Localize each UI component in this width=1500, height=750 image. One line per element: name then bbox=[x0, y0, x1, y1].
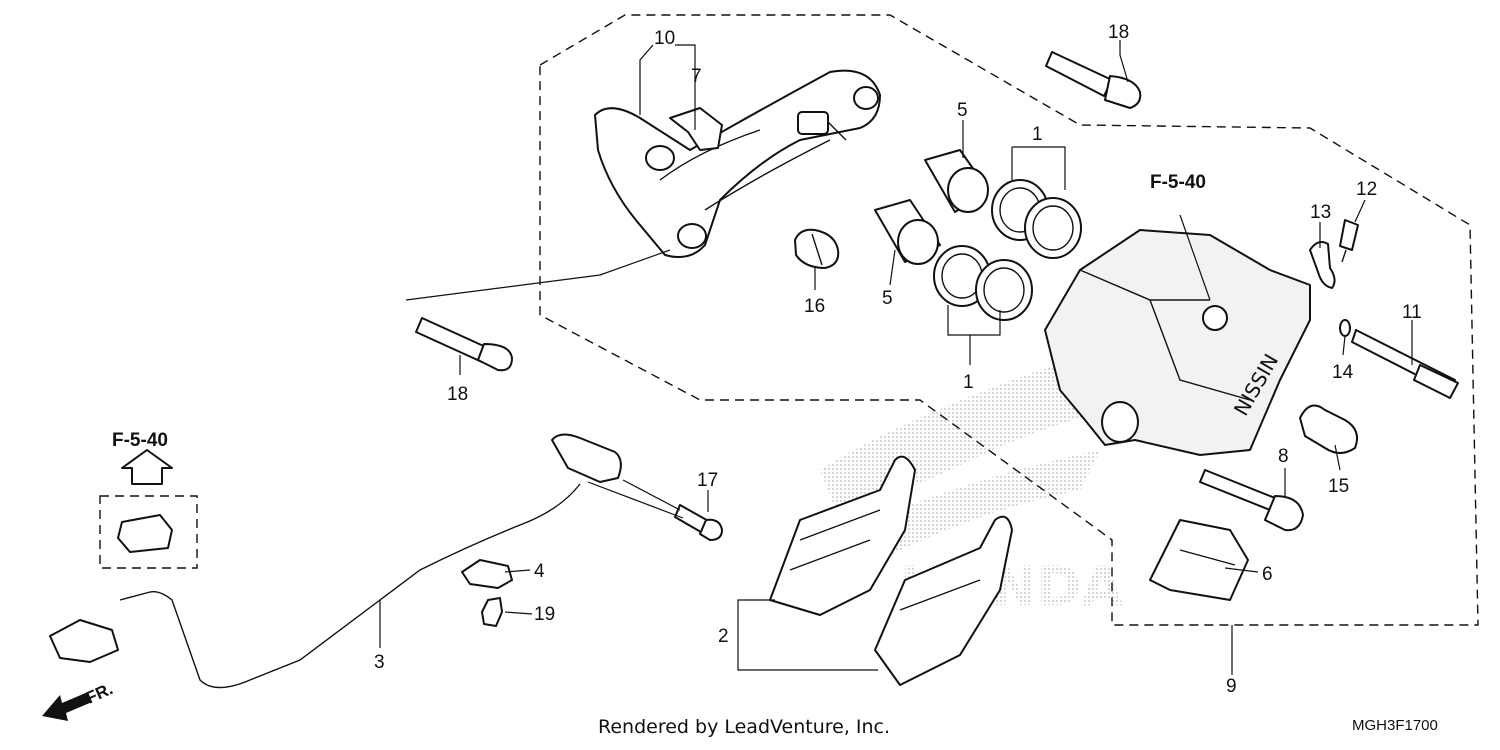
callout-1-lower: 1 bbox=[963, 372, 974, 393]
clamp-bolt bbox=[481, 597, 503, 627]
brake-pad-rear bbox=[874, 515, 1013, 686]
callout-labels: 10 7 18 5 1 13 12 16 5 11 1 14 18 17 8 1… bbox=[374, 22, 1422, 697]
reference-label-upper: F-5-40 bbox=[1150, 172, 1206, 193]
sensor-clamp bbox=[461, 559, 513, 589]
pad-spring-clip bbox=[669, 107, 723, 151]
leader-lines bbox=[379, 40, 1413, 675]
callout-7: 7 bbox=[691, 66, 702, 87]
callout-19: 19 bbox=[534, 604, 555, 625]
washer bbox=[1339, 319, 1351, 337]
direction-label: FR. bbox=[83, 679, 116, 707]
seals-upper bbox=[991, 179, 1082, 259]
callout-6: 6 bbox=[1262, 564, 1273, 585]
diagram-code: MGH3F1700 bbox=[1352, 717, 1438, 734]
piston-upper bbox=[924, 149, 989, 213]
seals-lower bbox=[933, 245, 1033, 321]
callout-4: 4 bbox=[534, 561, 545, 582]
callout-10: 10 bbox=[654, 28, 675, 49]
footer-credit: Rendered by LeadVenture, Inc. bbox=[598, 716, 890, 738]
bolt-lower bbox=[415, 317, 513, 372]
callout-1-upper: 1 bbox=[1032, 124, 1043, 145]
callout-5-upper: 5 bbox=[957, 100, 968, 121]
callout-11: 11 bbox=[1402, 302, 1422, 323]
bleeder-valve bbox=[1339, 219, 1359, 263]
callout-3: 3 bbox=[374, 652, 385, 673]
bolt-upper bbox=[1045, 51, 1142, 109]
caliper-bracket bbox=[594, 69, 881, 258]
bleeder-cap bbox=[1309, 241, 1336, 289]
assembly-boundary bbox=[539, 14, 1479, 626]
up-arrow-icon bbox=[121, 449, 173, 485]
callout-13: 13 bbox=[1310, 202, 1331, 223]
callout-2: 2 bbox=[718, 626, 729, 647]
caliper-body: NISSIN bbox=[1044, 229, 1311, 456]
reference-box bbox=[99, 449, 198, 569]
brake-pad-front bbox=[769, 455, 916, 616]
callout-18-upper: 18 bbox=[1108, 22, 1129, 43]
caliper-plug bbox=[794, 228, 840, 269]
sensor-bolt bbox=[674, 504, 723, 541]
callout-12: 12 bbox=[1356, 179, 1377, 200]
callout-5-lower: 5 bbox=[882, 288, 893, 309]
front-direction-arrow-icon bbox=[42, 692, 92, 721]
callout-14: 14 bbox=[1332, 362, 1354, 383]
callout-16: 16 bbox=[804, 296, 825, 317]
reference-label-left: F-5-40 bbox=[112, 430, 168, 451]
pin-cap bbox=[1299, 404, 1358, 454]
pad-pin bbox=[1199, 469, 1304, 532]
pad-spring bbox=[1149, 519, 1249, 601]
piston-lower bbox=[874, 199, 941, 265]
callout-15: 15 bbox=[1328, 476, 1349, 497]
callout-17: 17 bbox=[697, 470, 718, 491]
callout-9: 9 bbox=[1226, 676, 1237, 697]
callout-18-lower: 18 bbox=[447, 384, 468, 405]
callout-8: 8 bbox=[1278, 446, 1289, 467]
caliper-pin-long bbox=[1351, 329, 1459, 399]
wheel-speed-sensor bbox=[49, 433, 622, 689]
